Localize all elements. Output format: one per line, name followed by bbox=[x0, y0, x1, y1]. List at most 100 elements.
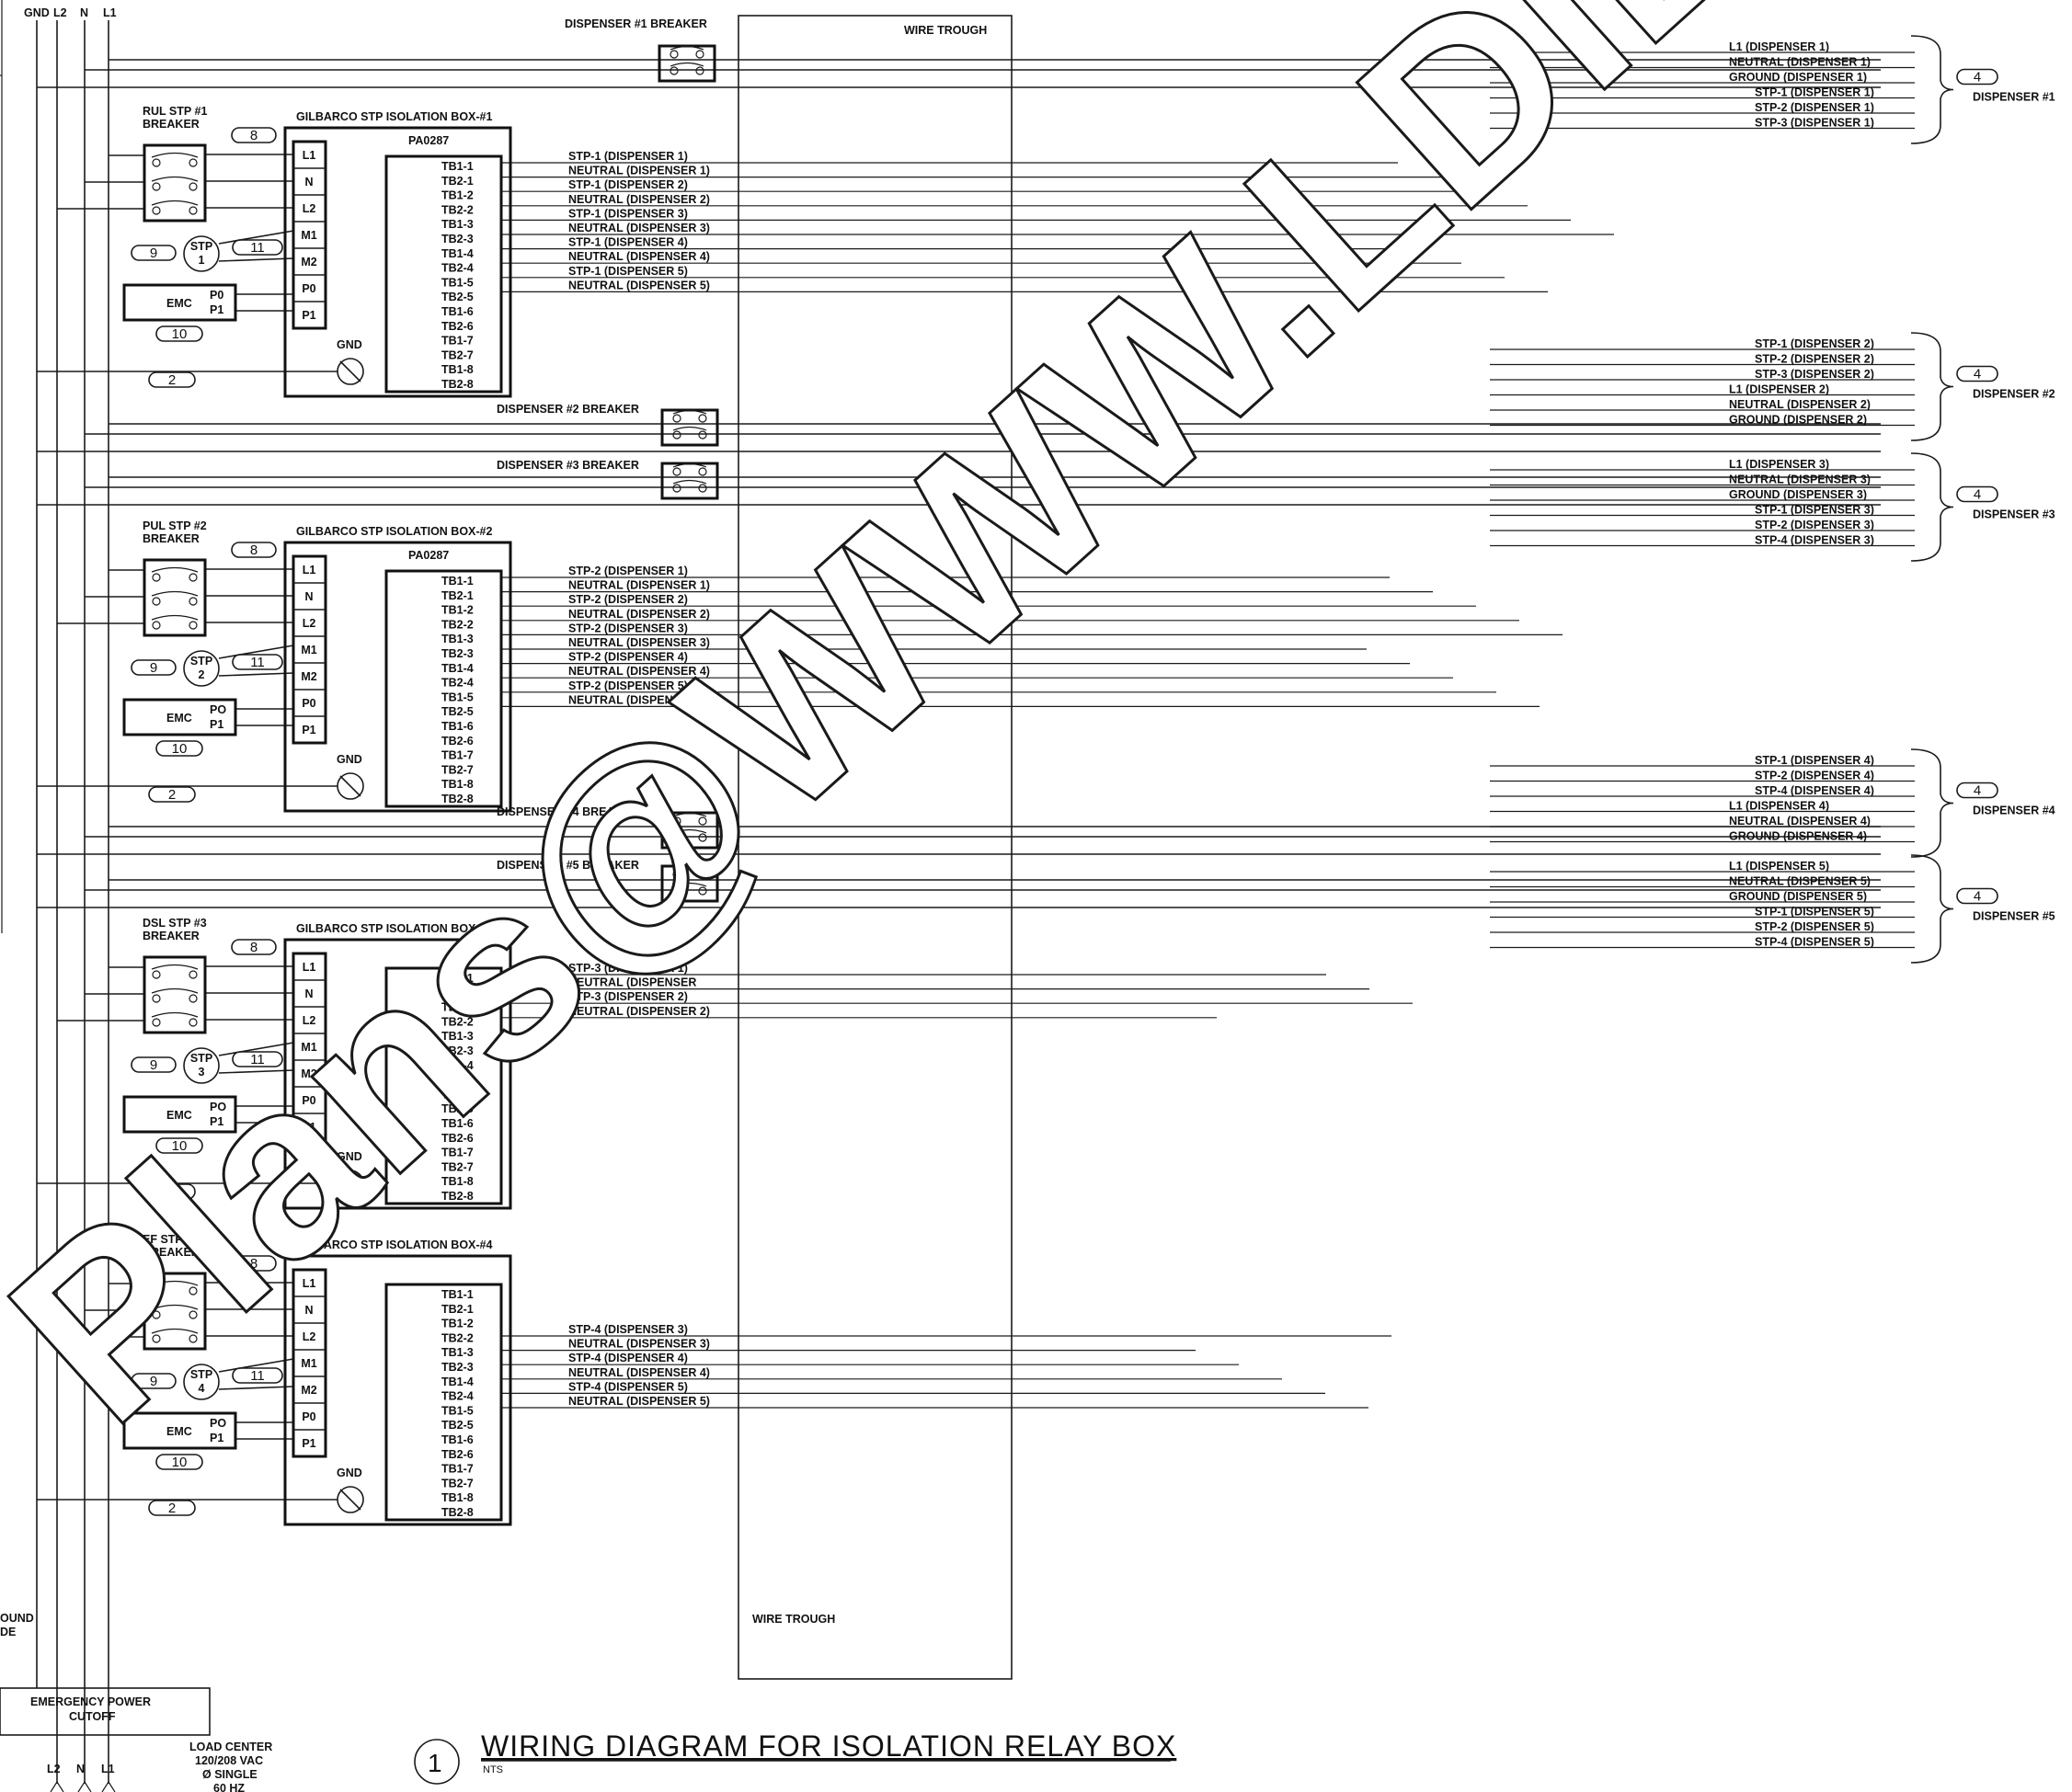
breaker-contact bbox=[189, 970, 198, 979]
pa-part: PA0287 bbox=[408, 134, 449, 147]
stp-output-label: STP-2 (DISPENSER 4) bbox=[568, 651, 688, 664]
dispenser-breaker-arc bbox=[672, 828, 707, 834]
tb-row: TB1-5 bbox=[441, 691, 474, 703]
tb-row: TB1-8 bbox=[441, 778, 474, 791]
stp-breaker-label: RUL STP #1 bbox=[143, 105, 207, 118]
terminal-m1: M1 bbox=[301, 229, 316, 242]
title-number-circle bbox=[414, 1739, 460, 1785]
tb-row: TB2-5 bbox=[441, 291, 474, 303]
stp-breaker bbox=[143, 1272, 207, 1351]
breaker-arc bbox=[151, 987, 199, 994]
dispenser-line-label: STP-1 (DISPENSER 2) bbox=[1755, 337, 1874, 350]
dispenser-breaker-contact bbox=[670, 50, 679, 59]
callout-8-oval bbox=[231, 1255, 277, 1272]
bottom-bus-l1: L1 bbox=[101, 1763, 115, 1775]
wire-trough bbox=[738, 15, 1013, 1680]
breaker-contact bbox=[152, 1334, 161, 1343]
dispenser-breaker-contact bbox=[698, 870, 707, 879]
breaker-contact bbox=[189, 621, 198, 630]
tb-row: TB2-7 bbox=[441, 1477, 474, 1490]
terminal-m2: M2 bbox=[301, 670, 316, 683]
tb-row: TB2-2 bbox=[441, 618, 474, 631]
dispenser-line-label: STP-1 (DISPENSER 5) bbox=[1755, 906, 1874, 919]
stp-output-label: STP-1 (DISPENSER 3) bbox=[568, 207, 688, 220]
power-bus: GND L2 N L1 bbox=[0, 0, 117, 1784]
dispenser-line-label: STP-4 (DISPENSER 3) bbox=[1755, 534, 1874, 547]
breaker-contact bbox=[152, 597, 161, 606]
wire-trough-top-label: WIRE TROUGH bbox=[904, 24, 987, 37]
callout-4-oval bbox=[1956, 365, 1998, 382]
tb-row: TB1-2 bbox=[441, 604, 474, 617]
stp-output-label: STP-2 (DISPENSER 5) bbox=[568, 679, 688, 692]
emc-box bbox=[122, 283, 237, 322]
dispenser-brace bbox=[1910, 35, 1954, 144]
callout-2-text: 2 bbox=[168, 1501, 176, 1516]
callout-11-oval bbox=[232, 1051, 283, 1067]
tb-row: TB1-8 bbox=[441, 1175, 474, 1188]
dispenser-line-label: NEUTRAL (DISPENSER 5) bbox=[1729, 875, 1871, 888]
breaker-contact bbox=[189, 573, 198, 582]
wire bbox=[218, 1042, 294, 1056]
wire bbox=[218, 1358, 294, 1373]
dispenser-line-label: GROUND (DISPENSER 3) bbox=[1729, 488, 1867, 501]
stp-output-label: NEUTRAL (DISPENSER 4) bbox=[568, 665, 710, 678]
terminal-p0: P0 bbox=[302, 697, 315, 710]
dispenser-group-4: STP-1 (DISPENSER 4)STP-2 (DISPENSER 4)ST… bbox=[1729, 748, 2055, 858]
stp-motor bbox=[183, 1047, 220, 1084]
callout-2-oval bbox=[148, 371, 196, 388]
terminal-l1: L1 bbox=[303, 149, 316, 162]
tb-row: TB2-4 bbox=[441, 1074, 474, 1087]
breaker-arc bbox=[151, 1328, 199, 1334]
stp-motor-label: STP bbox=[190, 1368, 212, 1381]
breaker-contact bbox=[152, 994, 161, 1003]
terminal-l2: L2 bbox=[303, 1014, 316, 1027]
ground-label-1: OUND bbox=[0, 1612, 34, 1625]
stp-output-label: STP-4 (DISPENSER 5) bbox=[568, 1380, 688, 1393]
bus-label-n: N bbox=[80, 6, 88, 19]
tb-row: TB1-4 bbox=[441, 1059, 474, 1072]
tb-row: TB1-2 bbox=[441, 1318, 474, 1330]
stp-box-frame bbox=[283, 541, 512, 813]
dispenser-group-2: STP-1 (DISPENSER 2)STP-2 (DISPENSER 2)ST… bbox=[1729, 332, 2055, 441]
dispenser-line-label: STP-2 (DISPENSER 5) bbox=[1755, 920, 1874, 933]
terminal-p1: P1 bbox=[302, 1121, 315, 1134]
wire bbox=[218, 672, 294, 677]
tb-row: TB2-6 bbox=[441, 735, 474, 748]
stp-box-frame bbox=[283, 126, 512, 398]
breaker-contact bbox=[152, 1018, 161, 1027]
stp-output-label: NEUTRAL (DISPENSER 5) bbox=[568, 693, 710, 706]
callout-11-oval bbox=[232, 239, 283, 256]
gnd-symbol bbox=[337, 772, 364, 800]
stp-output-label: STP-1 (DISPENSER 5) bbox=[568, 265, 688, 278]
callout-11-text: 11 bbox=[250, 655, 265, 670]
breaker-contact bbox=[189, 994, 198, 1003]
stp-breaker-label: PUL STP #2 bbox=[143, 519, 207, 532]
terminal-l1: L1 bbox=[303, 1277, 316, 1290]
stp-output-label: NEUTRAL (DISPENSER 3) bbox=[568, 1338, 710, 1351]
gnd-slash bbox=[339, 775, 361, 797]
emc-term: PO bbox=[210, 703, 226, 716]
dispenser-name: DISPENSER #3 bbox=[1973, 508, 2055, 521]
stp-output-label: NEUTRAL (DISPENSER 2) bbox=[568, 1005, 710, 1018]
gnd-symbol bbox=[337, 1486, 364, 1513]
stp-breaker bbox=[143, 143, 207, 223]
callout-9-oval bbox=[131, 1056, 177, 1073]
terminal-n: N bbox=[304, 987, 313, 1000]
tb-row: TB1-2 bbox=[441, 1001, 474, 1014]
dispenser-line-label: STP-1 (DISPENSER 3) bbox=[1755, 504, 1874, 517]
stp-motor bbox=[183, 1364, 220, 1400]
stp-output-label: NEUTRAL (DISPENSER bbox=[568, 976, 696, 989]
tb-row: TB1-5 bbox=[441, 1088, 474, 1101]
tb-row: TB2-4 bbox=[441, 1390, 474, 1403]
stp-motor-number: 1 bbox=[199, 254, 205, 267]
tb-block bbox=[384, 1283, 503, 1522]
callout-10-text: 10 bbox=[172, 741, 188, 757]
stp-output-label: STP-2 (DISPENSER 2) bbox=[568, 593, 688, 606]
terminal-m1: M1 bbox=[301, 1041, 316, 1054]
dispenser-name: DISPENSER #5 bbox=[1973, 910, 2055, 923]
stp-output-label: STP-3 (DISPENSER 1) bbox=[568, 962, 688, 975]
dispenser-brace bbox=[1910, 332, 1954, 441]
stp-output-label: NEUTRAL (DISPENSER 3) bbox=[568, 636, 710, 649]
gnd-slash bbox=[339, 1172, 361, 1194]
tb-row: TB2-2 bbox=[441, 203, 474, 216]
